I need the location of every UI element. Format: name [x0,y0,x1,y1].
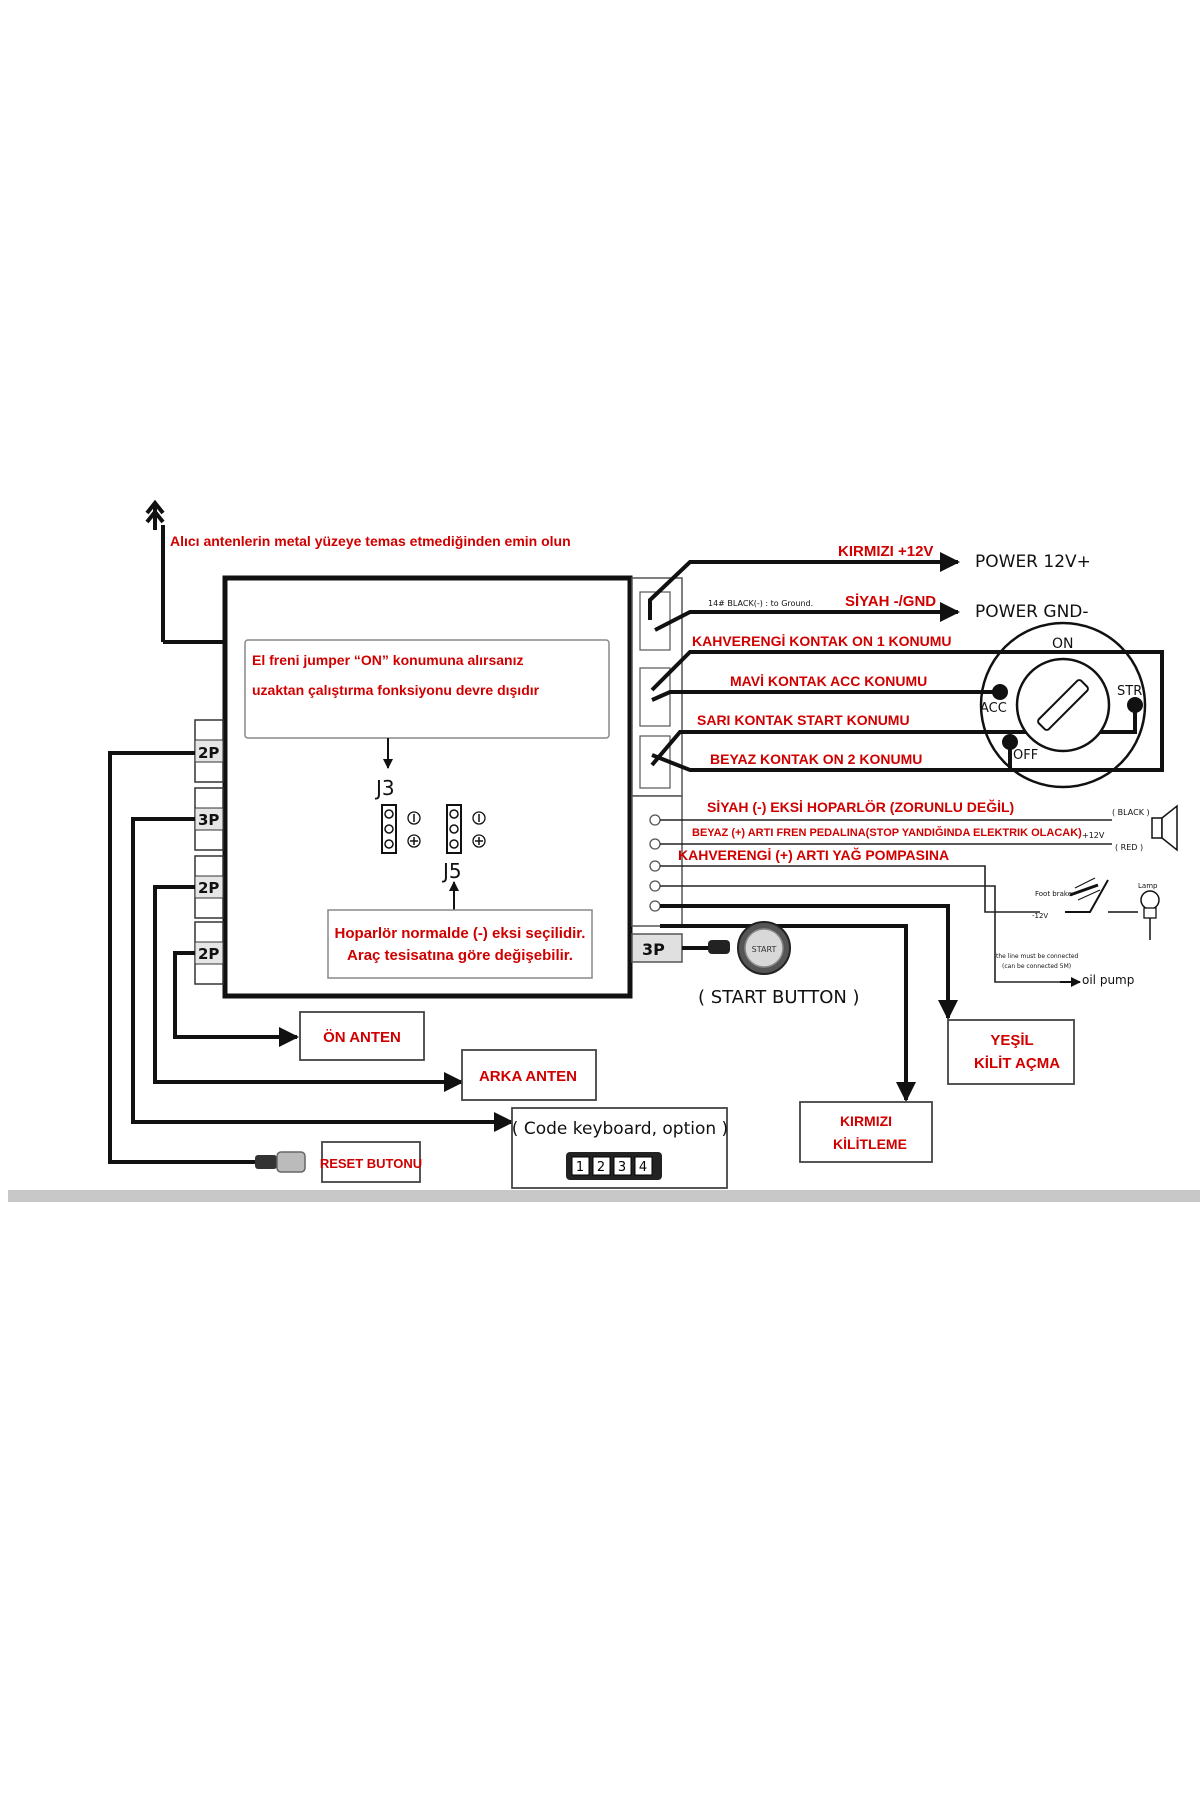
reset-button-icon[interactable] [255,1151,306,1173]
rear-antenna-box [461,1049,597,1101]
front-antenna-box [299,1011,425,1061]
speaker-note-box [327,909,593,979]
output-speaker-label: SİYAH (-) EKSİ HOPARLÖR (ZORUNLU DEĞİL) [707,798,1014,815]
lock-label-1: KIRMIZI [840,1113,892,1129]
keypad-key-1[interactable]: 1 [576,1160,584,1175]
connector-2p-2 [194,855,224,919]
wire-acc [651,690,1000,702]
wire-reset [108,751,255,1164]
connector-2p-2-label: 2P [198,879,219,897]
keypad-key-3[interactable]: 3 [618,1160,626,1175]
power-gnd-label: POWER GND- [975,602,1089,622]
keyboard-label: ( Code keyboard, option ) [512,1119,728,1139]
oil-note-1: the line must be connected [996,953,1079,960]
connector-3p-start-label: 3P [642,940,665,959]
speaker-note-line1: Hoparlör normalde (-) eksi seçilidir. [335,925,586,942]
wire-lock [660,924,916,1102]
handbrake-note-line2: uzaktan çalıştırma fonksiyonu devre dışı… [252,682,540,698]
power-black-label: SİYAH -/GND [845,593,936,610]
ignition-switch-icon [979,621,1147,789]
keypad-key-4[interactable]: 4 [639,1160,647,1175]
foot-brake-icon [1065,877,1109,913]
oil-note-2: (can be connected 5M) [1002,963,1071,970]
antenna-icon [145,499,225,644]
wire-start [650,705,1137,767]
connector-2p-1-label: 2P [198,744,219,762]
lamp-label: Lamp [1138,882,1158,890]
wire-unlock [660,904,958,1020]
power-plus-label: POWER 12V+ [975,552,1091,572]
output-brake-label: BEYAZ (+) ARTI FREN PEDALINA(STOP YANDIĞ… [692,826,1082,839]
ignition-pos-on: ON [1052,636,1074,652]
output-oil-label: KAHVERENGİ (+) ARTI YAĞ POMPASINA [678,846,949,863]
wire-rear-antenna [153,885,464,1092]
rear-antenna-label: ARKA ANTEN [479,1068,577,1085]
connector-2p-3-label: 2P [198,945,219,963]
lock-label-2: KİLİTLEME [833,1136,907,1152]
ignition-pos-str: STR [1117,684,1142,699]
wire-power-gnd [654,602,960,632]
wire-power-plus [648,552,960,620]
jumper-j5 [446,804,486,854]
lamp-icon [1108,890,1160,930]
oil-pump-label: oil pump [1082,973,1134,987]
wire-oil-pump [660,865,1040,913]
connector-2p-3 [194,921,224,985]
output-pins [649,814,661,912]
connector-2p-1 [194,719,224,783]
reset-label: RESET BUTONU [320,1156,422,1171]
ignition-blue-label: MAVİ KONTAK ACC KONUMU [730,673,927,689]
jumper-j3-label: J3 [374,776,395,800]
wire-front-antenna [173,951,299,1047]
handbrake-note-line1: El freni jumper “ON” konumuna alırsanız [252,652,524,668]
jumper-j5-label: J5 [441,859,462,883]
output-red-small: ( RED ) [1115,843,1143,852]
jumper-j3 [381,804,421,854]
antenna-warning: Alıcı antenlerin metal yüzeye temas etme… [170,533,571,549]
ignition-yellow-label: SARI KONTAK START KONUMU [697,712,910,728]
start-button-cap: START [752,945,777,954]
speaker-note-line2: Araç tesisatına göre değişebilir. [347,947,573,964]
foot-brake-label: Foot brake [1035,890,1072,898]
power-black-note: 14# BLACK(-) : to Ground. [708,599,813,608]
wire-keyboard [131,817,514,1132]
footer-bar [8,1190,1200,1202]
connector-3p-label: 3P [198,811,219,829]
wire-on1-on2 [650,650,1164,772]
start-button-icon[interactable]: START [708,921,791,975]
output-plus12-small: +12V [1082,831,1105,840]
front-antenna-label: ÖN ANTEN [323,1029,401,1046]
ignition-brown-label: KAHVERENGİ KONTAK ON 1 KONUMU [692,633,952,649]
ignition-pos-acc: ACC [980,701,1007,716]
handbrake-note-box [244,639,610,739]
connector-3p [194,787,224,851]
minus12-label: -12V [1032,912,1048,920]
unlock-label-2: KİLİT AÇMA [974,1055,1060,1072]
ignition-pos-off: OFF [1013,748,1038,763]
output-black-small: ( BLACK ) [1112,808,1150,817]
reset-box [321,1141,421,1183]
lock-box [799,1101,933,1163]
unlock-box [947,1019,1075,1085]
keypad-key-2[interactable]: 2 [597,1160,605,1175]
ignition-white-label: BEYAZ KONTAK ON 2 KONUMU [710,751,922,767]
power-red-label: KIRMIZI +12V [838,543,933,560]
keypad-icon[interactable]: 1 2 3 4 [566,1152,662,1180]
start-button-label: ( START BUTTON ) [698,987,860,1008]
speaker-icon [1151,804,1178,852]
unlock-label-1: YEŞİL [990,1032,1033,1049]
